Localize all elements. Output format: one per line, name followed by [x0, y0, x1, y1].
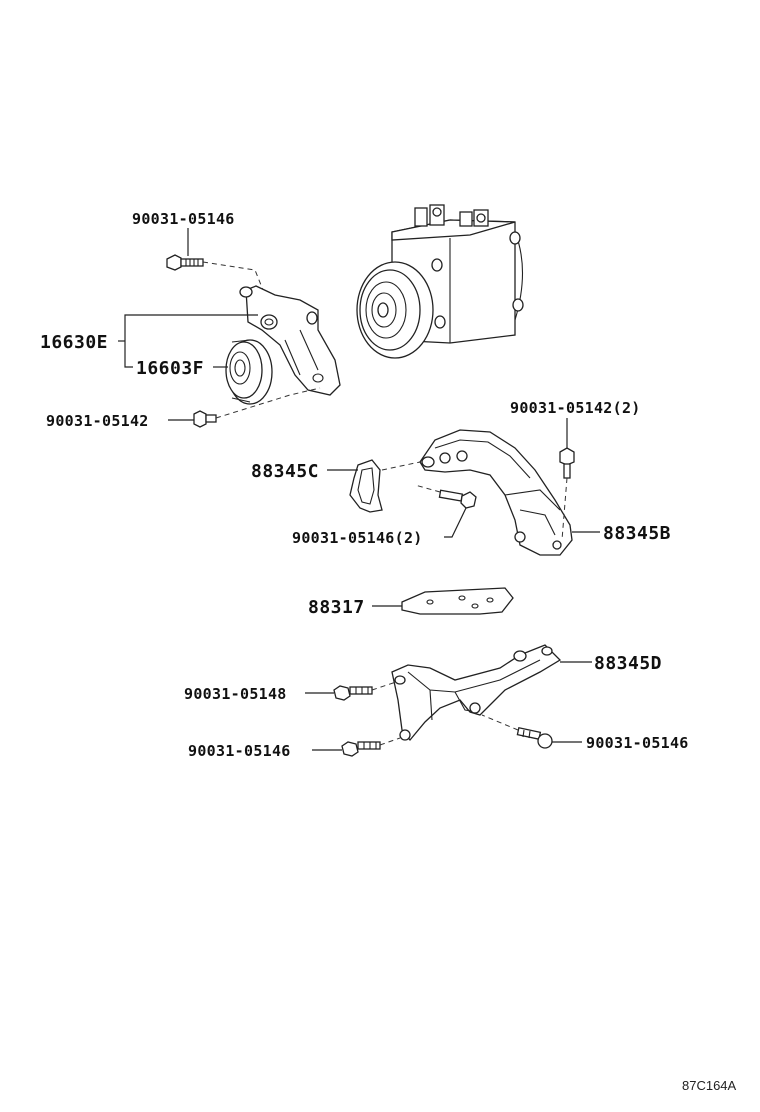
bolt-d3-part: [516, 727, 553, 749]
dash-bracket-c: [381, 461, 421, 471]
label-plate: 88317: [308, 597, 365, 618]
bolt-d2-part: [341, 741, 381, 757]
label-idler-assy: 16630E: [40, 332, 108, 353]
dash-bolt-right: [561, 477, 568, 541]
bracket-b-part: [419, 429, 573, 556]
label-bolt-idler: 90031-05142: [46, 412, 149, 430]
dash-bolt-mid: [414, 484, 441, 493]
bolt-top-part: [166, 254, 204, 271]
bracket-d-part: [391, 644, 562, 742]
reference-code: 87C164A: [682, 1078, 737, 1093]
dash-bolt-d2: [379, 737, 401, 746]
idler-bracket-part: [239, 285, 341, 396]
dash-bolt-idler: [215, 387, 321, 419]
label-bolt-right: 90031-05142(2): [510, 399, 641, 417]
plate-part: [401, 587, 514, 615]
label-bolt-d3: 90031-05146: [586, 734, 689, 752]
label-pulley: 16603F: [136, 358, 204, 379]
dash-bolt-d3: [481, 714, 519, 731]
bolt-d1-part: [333, 685, 373, 701]
leader-bolt-mid: [444, 507, 467, 538]
label-bracket-b: 88345B: [603, 523, 671, 544]
label-bolt-d1: 90031-05148: [184, 685, 287, 703]
pulley-part: [225, 339, 273, 405]
label-bolt-d2: 90031-05146: [188, 742, 291, 760]
label-bracket-c: 88345C: [251, 461, 319, 482]
label-bolt-top: 90031-05146: [132, 210, 235, 228]
compressor-part: [356, 204, 524, 359]
bolt-mid-part: [438, 489, 477, 509]
label-bracket-d: 88345D: [594, 653, 662, 674]
bolt-idler-part: [193, 410, 217, 428]
label-bolt-mid: 90031-05146(2): [292, 529, 423, 547]
dash-bolt-d1: [371, 681, 397, 691]
bolt-right-part: [559, 447, 575, 479]
bracket-c-part: [349, 459, 383, 513]
